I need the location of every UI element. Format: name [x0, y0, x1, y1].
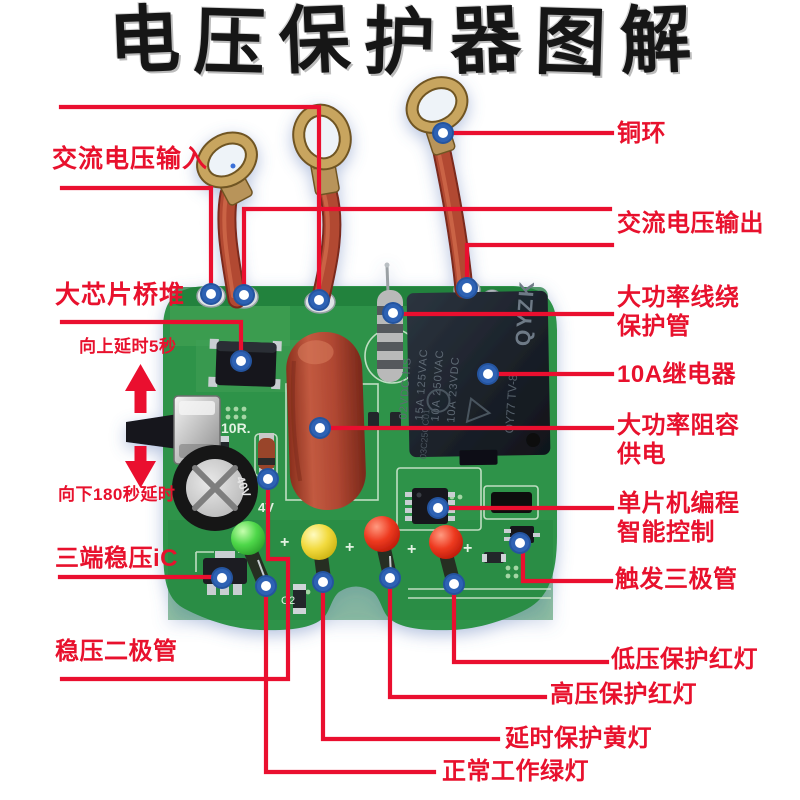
- wires: [217, 142, 474, 311]
- via-dots: [225, 406, 519, 595]
- callout-line-trigger: [520, 543, 614, 584]
- title-char: 保: [277, 0, 353, 84]
- callout-dot: [432, 122, 454, 144]
- callout-dot: [233, 284, 255, 306]
- red-led-low: [429, 525, 463, 559]
- callout-dot: [309, 417, 331, 439]
- label-ac-output: 交流电压输出: [617, 210, 764, 237]
- title-char: 图: [533, 1, 607, 86]
- switch-arrows: [125, 364, 156, 488]
- svg-text:+: +: [345, 539, 354, 556]
- callout-dot: [443, 573, 465, 595]
- ring-terminals: [196, 76, 469, 206]
- label-yellow: 延时保护黄灯: [505, 725, 652, 752]
- callout-dot: [312, 571, 334, 593]
- callout-dot: [427, 497, 449, 519]
- callout-dot: [257, 468, 279, 490]
- callout-dot: [456, 277, 478, 299]
- callout-line-ac-input-a: [58, 104, 322, 302]
- svg-text:+: +: [280, 534, 289, 551]
- callout-line-yellow: [320, 580, 501, 742]
- callout-lines: [57, 104, 615, 775]
- callout-line-high-red: [387, 576, 548, 700]
- green-led: [231, 521, 265, 555]
- page-title: 电压保护器图解: [0, 0, 800, 86]
- svg-text:+: +: [407, 541, 416, 558]
- silkscreen-text: 10R. 4V C2 + + + +: [221, 420, 472, 607]
- arrow-down-icon: [125, 446, 156, 488]
- label-low-red: 低压保护红灯: [611, 646, 758, 673]
- relay-cert-mark: [465, 396, 492, 424]
- red-led-high: [364, 516, 400, 552]
- label-bridge: 大芯片桥堆: [55, 281, 186, 309]
- callout-line-ac-output-a: [241, 206, 613, 297]
- label-down-delay: 向下180秒延时: [58, 485, 176, 504]
- label-relay: 10A继电器: [617, 361, 737, 388]
- relay-model: QY77 TV-8: [502, 374, 520, 434]
- callout-line-bridge: [59, 319, 244, 363]
- title-char: 器: [447, 0, 523, 84]
- callout-dot: [230, 350, 252, 372]
- callout-line-low-red: [451, 582, 610, 665]
- relay-spec: 10A 250VAC: [429, 349, 446, 422]
- callout-dots: [200, 122, 531, 597]
- title-char: 护: [363, 1, 437, 86]
- switch-lever: [126, 414, 178, 449]
- label-mcu: 单片机编程 智能控制: [617, 490, 740, 546]
- callout-line-ac-input-b: [59, 185, 214, 296]
- label-copper-ring: 铜环: [617, 120, 666, 147]
- callout-dot: [200, 283, 222, 305]
- label-wirewound: 大功率线绕 保护管: [617, 284, 740, 340]
- pcb-light-patch: [170, 306, 290, 346]
- callout-dot: [382, 302, 404, 324]
- label-high-red: 高压保护红灯: [550, 681, 697, 708]
- cap-marking: 40V: [233, 474, 253, 499]
- callout-dot: [211, 567, 233, 589]
- relay-spec: 02VDC-HS: [397, 357, 413, 420]
- callout-line-green: [263, 584, 437, 775]
- pcb-photo: QYZK 02VDC-HS 15A 125VAC 10A 250VAC 10A …: [126, 76, 557, 631]
- callout-dot: [379, 567, 401, 589]
- callout-dot: [255, 575, 277, 597]
- label-trigger: 触发三极管: [615, 566, 738, 593]
- label-ac-input: 交流电压输入: [52, 145, 209, 173]
- relay-code: 03C25GC01: [418, 409, 431, 460]
- title-char: 解: [617, 0, 693, 84]
- electrolytic-capacitor: 40V: [172, 445, 258, 531]
- callout-line-ac-output-b: [464, 242, 615, 290]
- relay-spec: 15A 125VAC: [413, 348, 430, 421]
- callout-dot: [308, 289, 330, 311]
- label-green: 正常工作绿灯: [442, 758, 589, 785]
- relay-spec: 10A 23VDC: [445, 356, 462, 423]
- label-up-delay: 向上延时5秒: [79, 337, 177, 356]
- callout-dot: [509, 532, 531, 554]
- svg-text:+: +: [463, 540, 472, 557]
- arrow-up-icon: [125, 364, 156, 413]
- label-rc-supply: 大功率阻容 供电: [617, 412, 740, 468]
- svg-text:10R.: 10R.: [221, 420, 251, 436]
- callout-dot: [477, 363, 499, 385]
- label-regulator: 三端稳压iC: [55, 545, 178, 572]
- label-zener: 稳压二极管: [55, 638, 178, 665]
- callout-line-zener: [59, 478, 291, 682]
- yellow-led: [301, 524, 337, 560]
- title-char: 压: [193, 1, 267, 86]
- title-char: 电: [107, 0, 182, 84]
